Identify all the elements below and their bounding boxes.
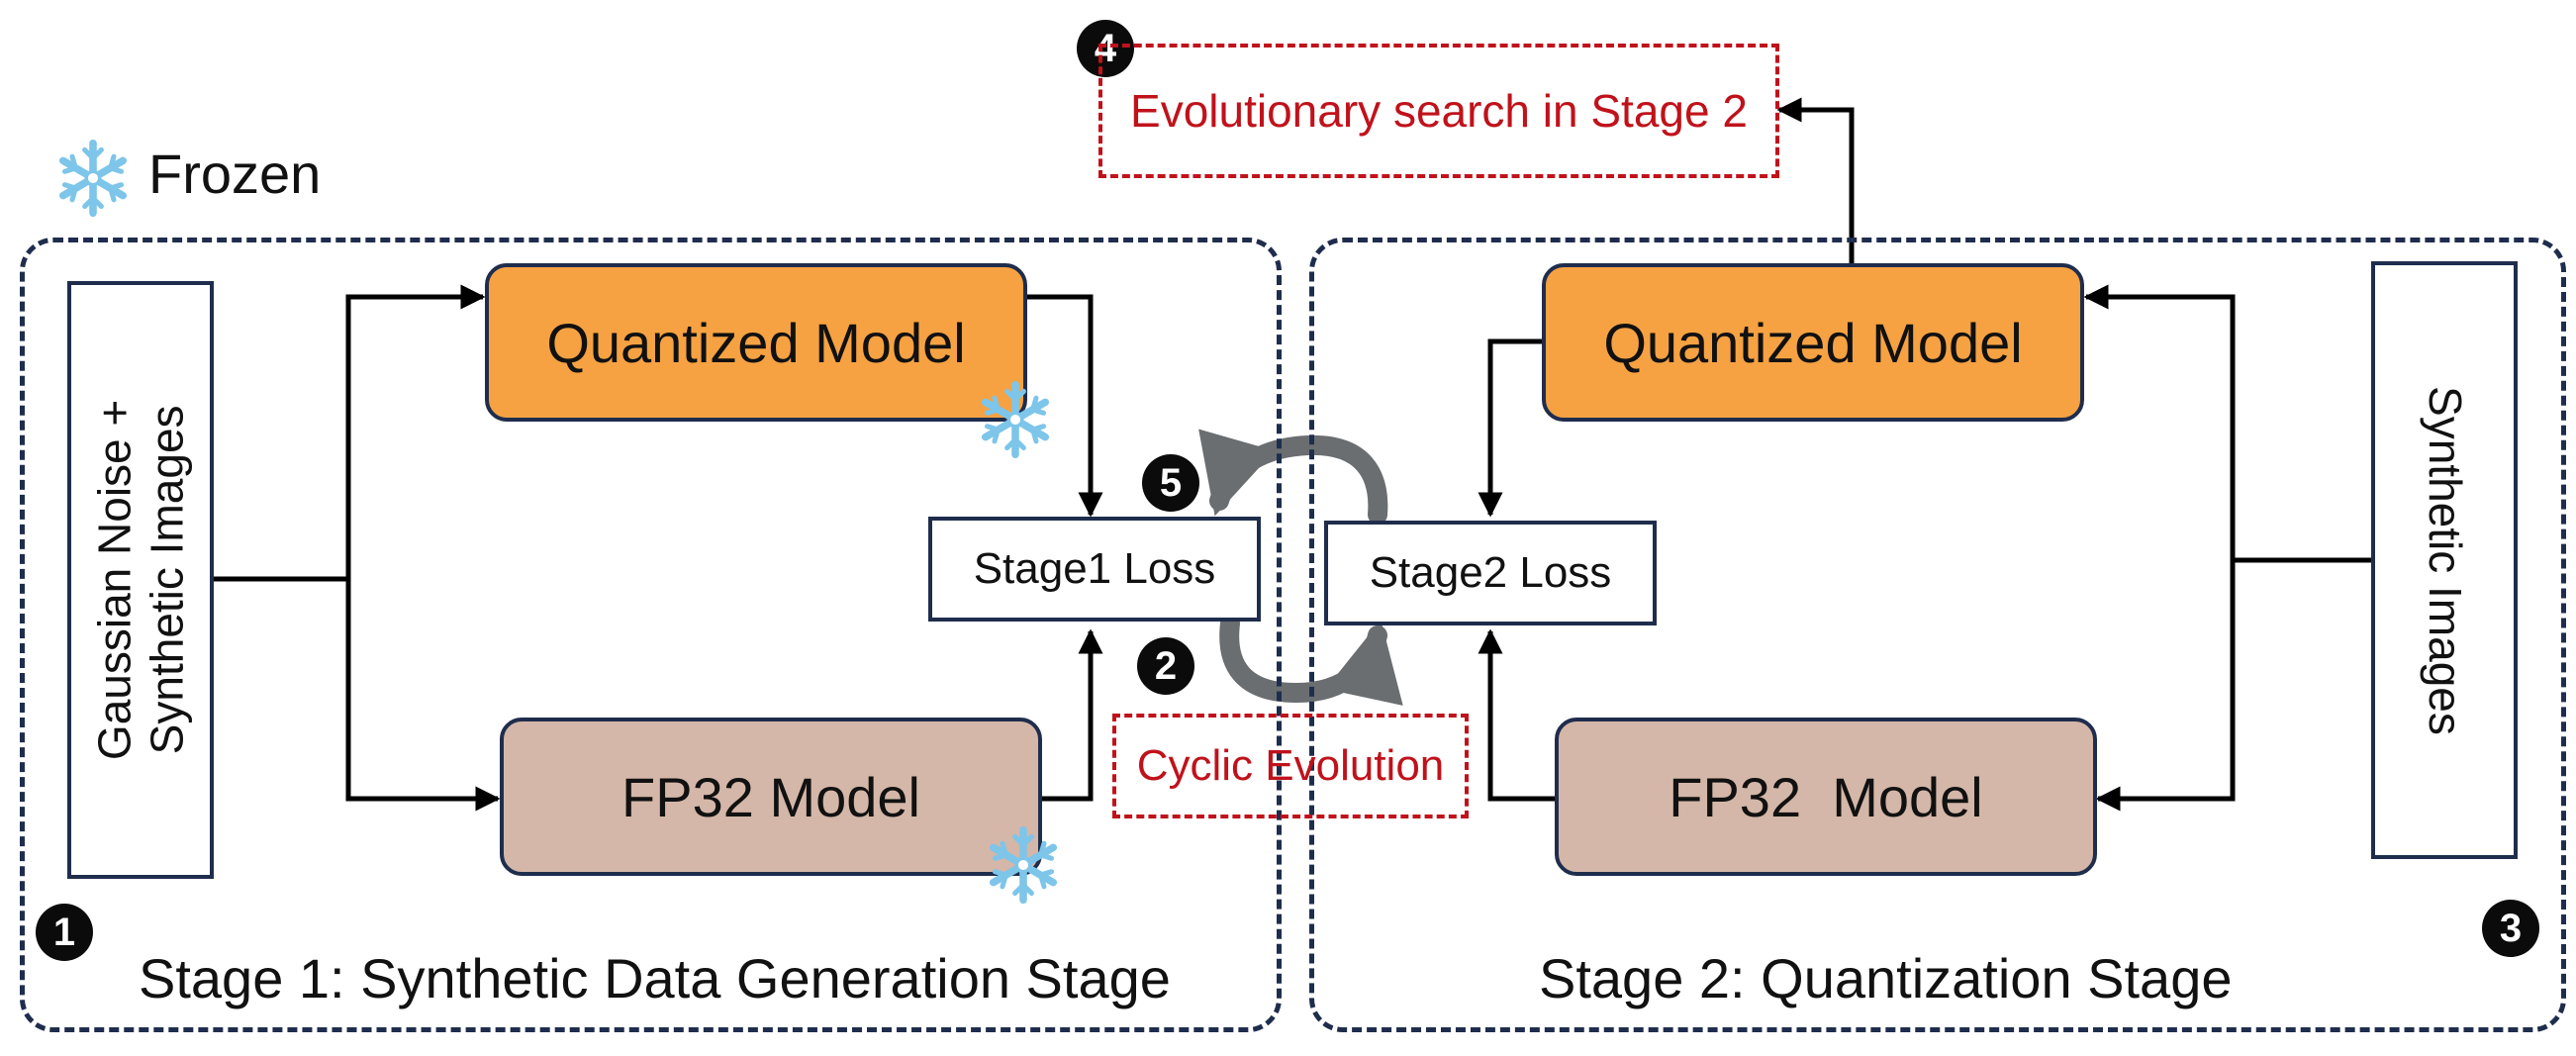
stage2-to-fp32-arrow (2095, 560, 2236, 812)
legend-frozen-label: Frozen (148, 143, 322, 205)
quantized-to-loss1-arrow (1025, 294, 1103, 518)
stage1-fp32-model-label: FP32 Model (621, 765, 920, 828)
badge-3: 3 (2482, 900, 2539, 957)
cyclic-arrow-bottom (1219, 614, 1403, 706)
quantized-to-loss2-arrow (1478, 338, 1542, 518)
stage1-input-label-line2: Synthetic Images (141, 405, 192, 755)
stage1-to-quantized-arrow (345, 284, 486, 579)
stage1-loss-box: Stage1 Loss (928, 517, 1261, 622)
evolutionary-search-label: Evolutionary search in Stage 2 (1130, 85, 1748, 137)
stage1-fp32-model: FP32 Model (500, 718, 1042, 876)
stage1-input-box: Gaussian Noise + Synthetic Images (67, 281, 214, 879)
stage2-loss-label: Stage2 Loss (1369, 548, 1612, 597)
stage1-title: Stage 1: Synthetic Data Generation Stage (139, 947, 1171, 1009)
stage1-quantized-model: Quantized Model (485, 263, 1027, 422)
cyclic-evolution-label: Cyclic Evolution (1136, 741, 1445, 790)
fp32-to-loss1-arrow (1040, 628, 1103, 802)
stage2-input-box: Synthetic Images (2371, 261, 2518, 859)
stage1-frame (20, 238, 1282, 1032)
stage2-fp32-model: FP32 Model (1555, 718, 2097, 876)
stage2-to-quantized-arrow (2083, 284, 2236, 560)
badge-1: 1 (36, 904, 93, 961)
stage2-loss-box: Stage2 Loss (1324, 521, 1657, 625)
stage1-loss-label: Stage1 Loss (973, 544, 1216, 593)
stage1-input-label: Gaussian Noise + Synthetic Images (88, 400, 193, 760)
snowflake-icon (981, 380, 1050, 459)
stage1-quantized-model-label: Quantized Model (546, 311, 966, 374)
badge-2: 2 (1137, 637, 1194, 695)
stage2-fp32-model-label: FP32 Model (1669, 765, 1983, 828)
stage1-to-fp32-arrow (345, 579, 501, 812)
stage2-title: Stage 2: Quantization Stage (1539, 947, 2233, 1009)
stage2-frame (1309, 238, 2566, 1032)
cyclic-arrow-top (1198, 429, 1388, 525)
stage1-input-label-line1: Gaussian Noise + (88, 399, 141, 761)
snowflake-icon (58, 139, 128, 218)
evolutionary-search-box: Evolutionary search in Stage 2 (1098, 44, 1779, 178)
snowflake-icon (989, 825, 1058, 905)
stage2-quantized-model: Quantized Model (1542, 263, 2084, 422)
fp32-to-loss2-arrow (1478, 628, 1555, 802)
quantized-to-search-arrow (1776, 97, 1855, 263)
stage2-input-label: Synthetic Images (2419, 385, 2471, 735)
stage2-quantized-model-label: Quantized Model (1603, 311, 2023, 374)
badge-5: 5 (1142, 454, 1199, 512)
cyclic-evolution-box: Cyclic Evolution (1112, 714, 1469, 818)
